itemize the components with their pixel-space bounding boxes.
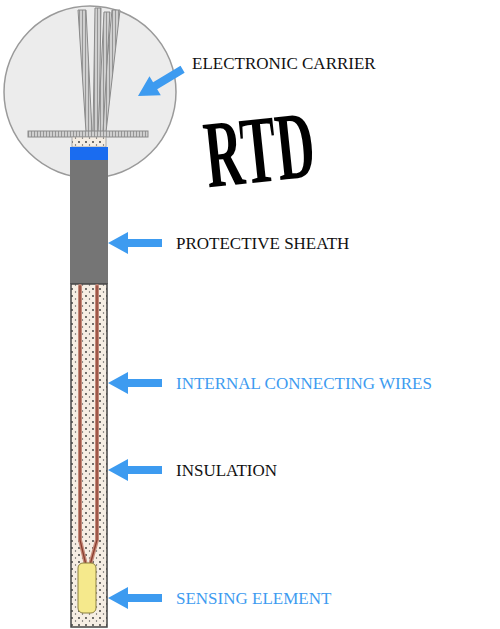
part-name: INTERNAL CONNECTING WIRES: [176, 374, 432, 394]
part-name: INSULATION: [176, 461, 277, 481]
internal-wires: [80, 286, 97, 565]
sensing-element: [78, 563, 96, 613]
carrier-base: [72, 137, 106, 147]
protective-sheath: [70, 160, 108, 284]
part-name: SENSING ELEMENT: [176, 589, 331, 609]
callout-arrows: [108, 60, 188, 609]
part-name: PROTECTIVE SHEATH: [176, 234, 349, 254]
carrier-bar: [28, 131, 148, 137]
device-title: RTD: [200, 97, 319, 204]
seal-band: [70, 147, 108, 160]
sheath-tube: [71, 284, 107, 627]
carrier-prongs: [78, 8, 120, 132]
part-name: ELECTRONIC CARRIER: [192, 54, 376, 74]
